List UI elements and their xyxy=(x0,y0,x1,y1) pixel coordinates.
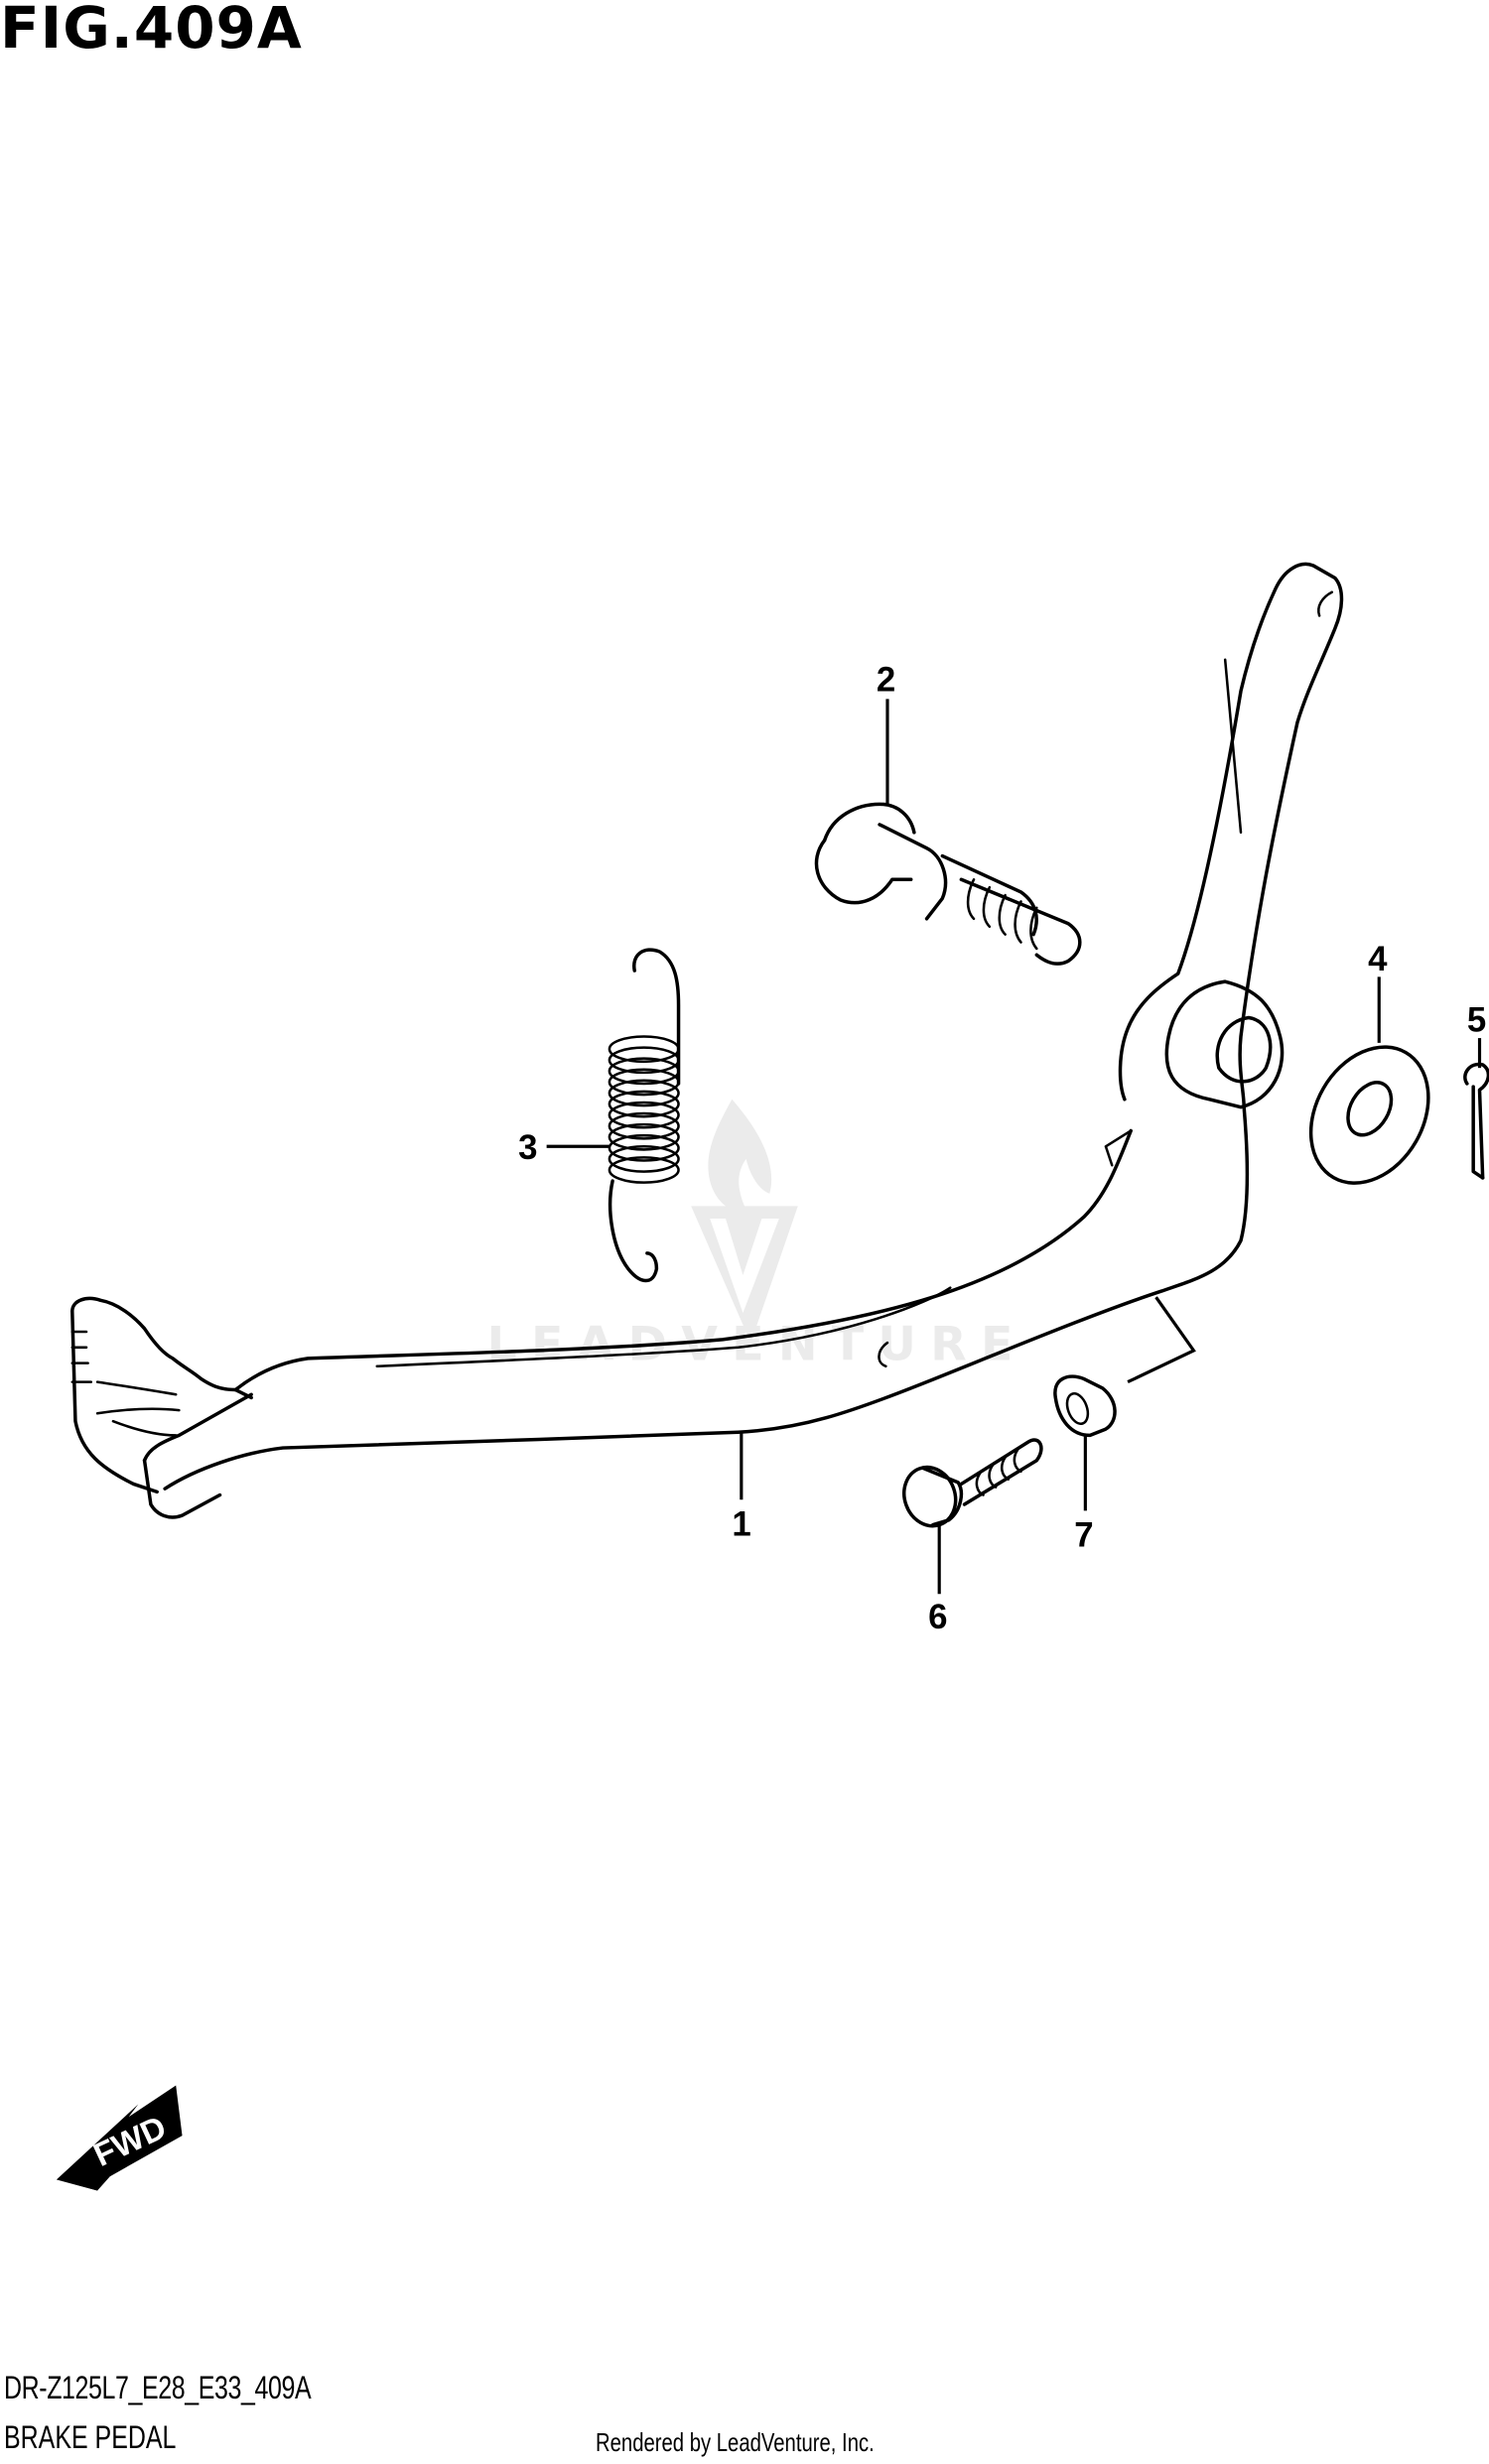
callout-6: 6 xyxy=(928,1598,947,1636)
diagram-name: BRAKE PEDAL xyxy=(4,2419,177,2455)
credit-text: Rendered by LeadVenture, Inc. xyxy=(596,2427,875,2457)
cotter-pin-drawing[interactable]: 5 xyxy=(1463,1001,1489,1180)
callout-2: 2 xyxy=(877,660,895,699)
watermark-text: LEADVENTURE xyxy=(487,1317,1027,1371)
washer-drawing[interactable]: 4 xyxy=(1287,940,1452,1205)
callout-3: 3 xyxy=(518,1128,537,1167)
callout-4: 4 xyxy=(1368,940,1388,978)
nut-drawing[interactable]: 7 xyxy=(1053,1296,1196,1555)
figure-title: FIG.409A xyxy=(0,0,303,62)
callout-7: 7 xyxy=(1074,1516,1093,1555)
leadventure-logo-icon xyxy=(691,1099,798,1344)
bolt-drawing[interactable]: 6 xyxy=(896,1438,1043,1636)
brake-pedal-drawing[interactable]: 1 xyxy=(70,562,1344,1544)
arrow-forward-icon: FWD xyxy=(56,2085,183,2191)
pedal-shaft-pin-drawing[interactable]: 2 xyxy=(814,660,1082,966)
callout-5: 5 xyxy=(1467,1001,1486,1040)
diagram-code: DR-Z125L7_E28_E33_409A xyxy=(4,2370,312,2405)
callout-1: 1 xyxy=(732,1505,750,1544)
return-spring-drawing[interactable]: 3 xyxy=(518,948,681,1283)
